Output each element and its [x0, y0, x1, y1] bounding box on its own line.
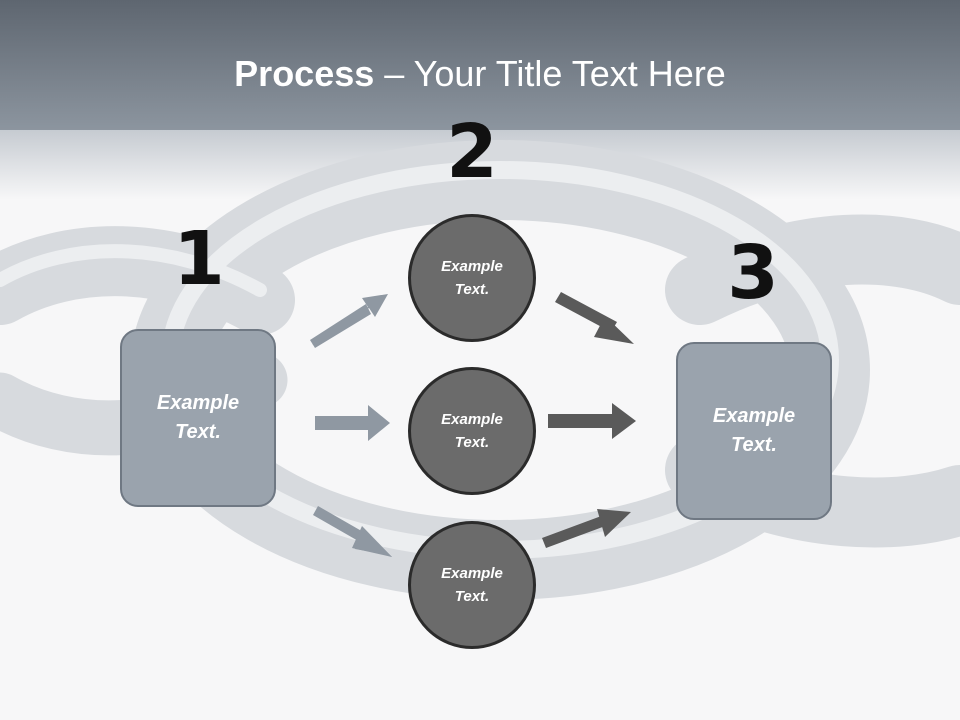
step-number-1: 1: [173, 216, 225, 302]
right-text-box: Example Text.: [676, 342, 832, 520]
right-box-line2: Text.: [731, 434, 777, 456]
arrow-from-middle-circle: [548, 403, 636, 439]
circle-top-line2: Text.: [454, 281, 490, 298]
arrow-from-bottom-circle: [542, 509, 631, 548]
arrow-to-middle-circle: [315, 405, 390, 441]
circle-top: Example Text.: [408, 214, 536, 342]
left-box-line1: Example: [156, 392, 240, 414]
title-band: [0, 0, 960, 130]
slide-title: Process – Your Title Text Here: [0, 52, 960, 96]
arrow-from-top-circle: [555, 292, 634, 344]
step-number-3: 3: [727, 230, 779, 316]
circle-middle: Example Text.: [408, 367, 536, 495]
title-bold: Process: [234, 53, 375, 94]
circle-top-line1: Example: [441, 258, 503, 275]
arrow-to-bottom-circle: [313, 506, 392, 557]
circle-bottom: Example Text.: [408, 521, 536, 649]
left-text-box: Example Text.: [120, 329, 276, 507]
circle-bottom-line1: Example: [441, 565, 503, 582]
step-number-2: 2: [446, 109, 498, 195]
right-box-line1: Example: [712, 405, 796, 427]
circle-middle-line1: Example: [441, 411, 503, 428]
arrows: [310, 292, 636, 557]
circle-bottom-line2: Text.: [454, 588, 490, 605]
circle-middle-line2: Text.: [454, 434, 490, 451]
title-rest: – Your Title Text Here: [374, 53, 726, 94]
left-box-line2: Text.: [175, 421, 221, 443]
